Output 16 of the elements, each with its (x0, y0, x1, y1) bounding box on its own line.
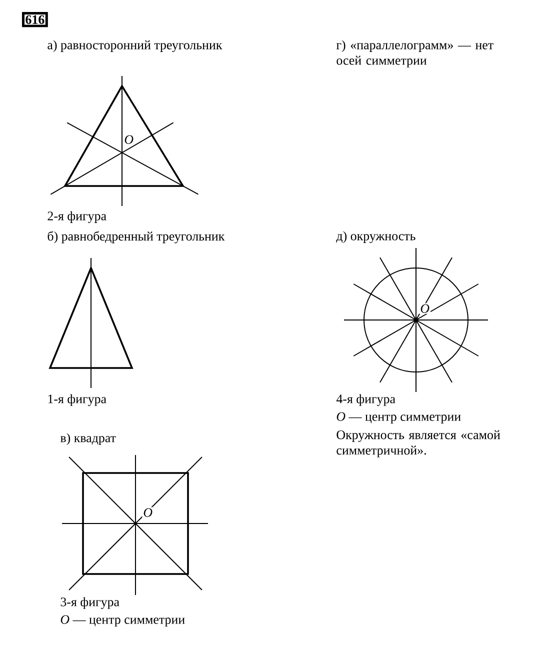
caption: 4-я фигура (336, 394, 396, 406)
problem-number: 616 (22, 12, 48, 28)
caption: 1-я фигура (48, 394, 106, 406)
note: O — центр симметрии (336, 412, 461, 424)
caption: 2-я фигура (48, 211, 106, 223)
caption: 3-я фигура (60, 597, 120, 609)
heading: д) окружность (336, 231, 416, 243)
heading: в) квадрат (60, 433, 116, 445)
heading: г) «параллелограмм» — нет осей симметрии (336, 40, 494, 68)
note: Окружность является «самой симметричной». (336, 430, 500, 458)
note: O — центр симметрии (60, 615, 185, 627)
center-label: O (419, 303, 431, 314)
heading: б) равнобедренный треугольник (48, 231, 225, 244)
center-label: O (123, 134, 135, 145)
center-label: O (142, 507, 154, 518)
heading: а) равносторонний треугольник (48, 40, 222, 52)
